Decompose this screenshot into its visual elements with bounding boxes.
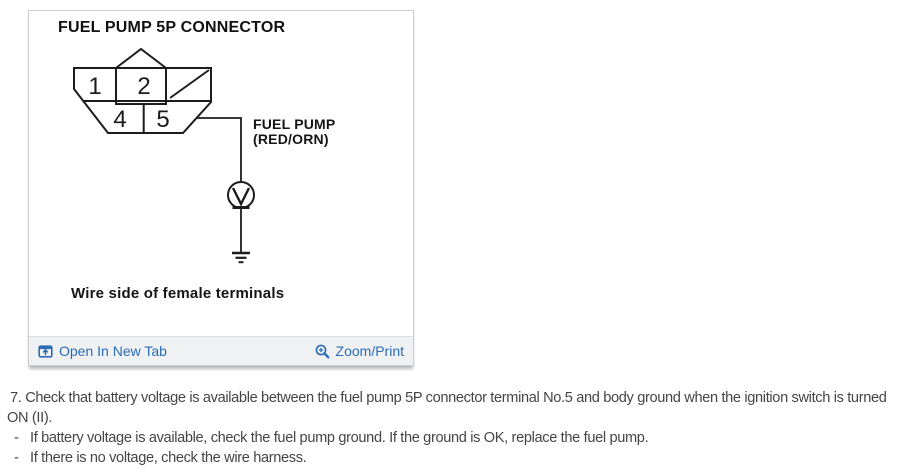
bullet-text: If battery voltage is available, check t…	[30, 430, 649, 446]
wire-label-line1: FUEL PUMP	[253, 116, 336, 132]
pin-5-label: 5	[156, 106, 169, 133]
pin-4-label: 4	[113, 106, 126, 133]
bullet-dash: -	[14, 430, 19, 446]
instructions: 7. Check that battery voltage is availab…	[0, 388, 904, 468]
bullet-item: -If there is no voltage, check the wire …	[0, 448, 904, 468]
step-7: 7. Check that battery voltage is availab…	[0, 388, 904, 428]
bullet-item: -If battery voltage is available, check …	[0, 428, 904, 448]
diagram-card: FUEL PUMP 5P CONNECTOR 1 2 4 5	[28, 10, 414, 366]
open-in-new-tab-label: Open In New Tab	[59, 343, 167, 359]
open-in-new-tab-icon	[38, 344, 53, 358]
bullet-text: If there is no voltage, check the wire h…	[30, 450, 307, 466]
zoom-print-label: Zoom/Print	[335, 343, 404, 359]
diagram-title: FUEL PUMP 5P CONNECTOR	[58, 19, 286, 36]
ground-icon	[232, 251, 250, 264]
pin-2-label: 2	[137, 73, 150, 100]
pin-1-label: 1	[88, 73, 101, 100]
diagram-caption: Wire side of female terminals	[71, 285, 285, 302]
connector-outline	[73, 47, 212, 134]
wire-label-line2: (RED/ORN)	[253, 131, 329, 147]
step-number: 7.	[10, 390, 22, 406]
open-in-new-tab-link[interactable]: Open In New Tab	[38, 343, 167, 359]
wire-line	[197, 117, 242, 182]
zoom-print-link[interactable]: Zoom/Print	[315, 343, 404, 359]
fuel-pump-connector-diagram: 1 2 4 5	[73, 47, 255, 264]
diagram-area: FUEL PUMP 5P CONNECTOR 1 2 4 5	[29, 11, 413, 338]
wire-label: FUEL PUMP (RED/ORN)	[253, 117, 335, 147]
step-text: Check that battery voltage is available …	[7, 390, 887, 426]
zoom-in-icon	[315, 344, 329, 358]
voltmeter-icon	[227, 181, 255, 209]
card-footer: Open In New Tab Zoom/Print	[29, 336, 413, 365]
bullet-dash: -	[14, 450, 19, 466]
